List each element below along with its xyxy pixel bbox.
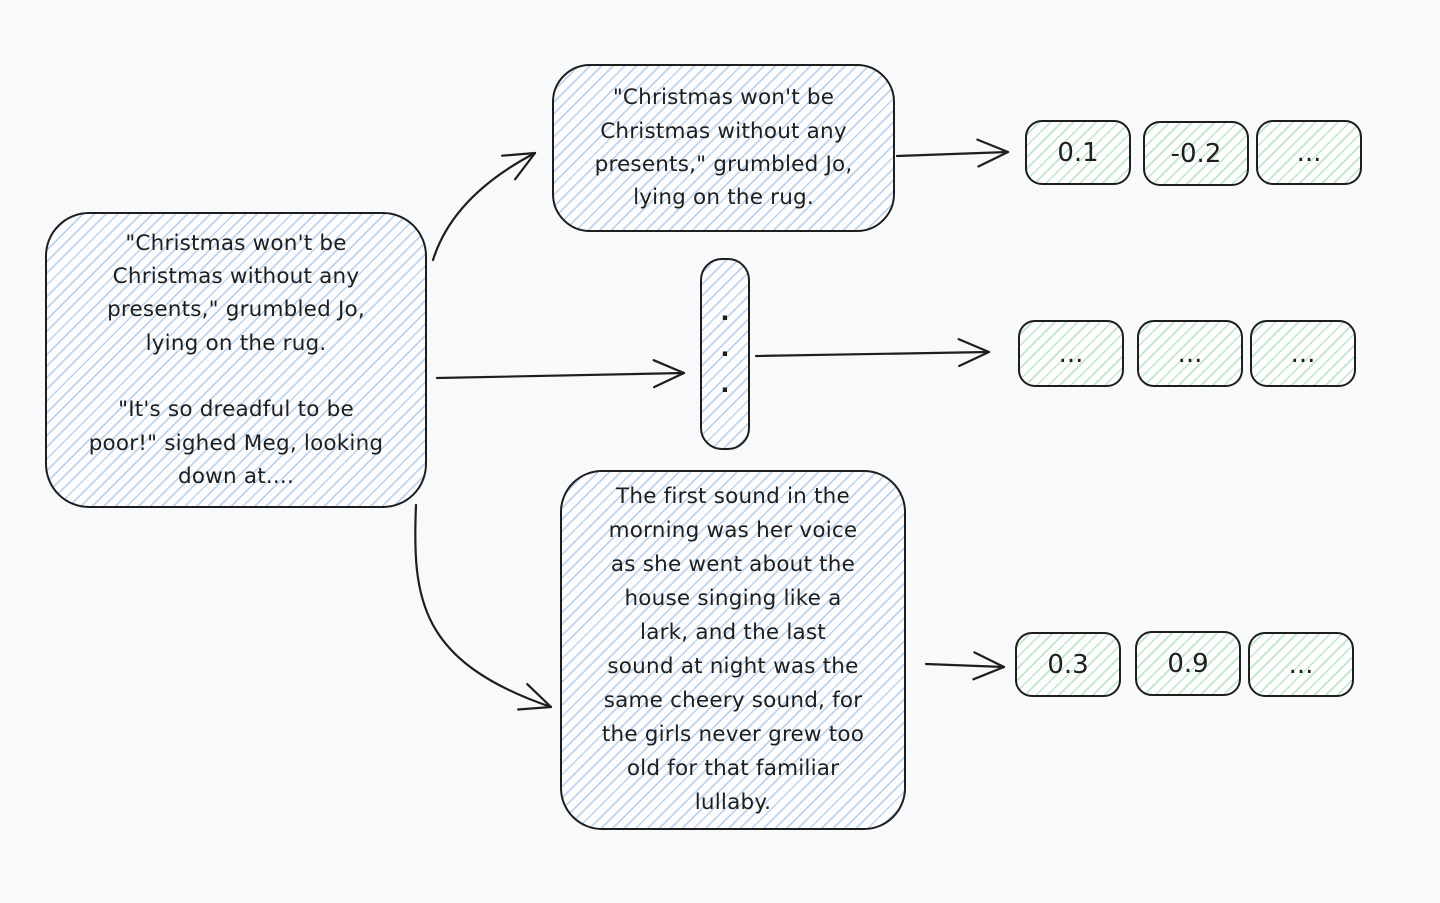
arrowhead xyxy=(957,338,991,354)
embedding-value: ... xyxy=(1256,120,1362,185)
embedding-value: ... xyxy=(1248,632,1354,697)
embedding-value: ... xyxy=(1018,320,1124,387)
arrowhead xyxy=(972,665,1006,681)
arrow-source-to-chunk2 xyxy=(414,503,553,709)
arrowhead xyxy=(973,651,1006,669)
arrow-source-to-chunk1 xyxy=(431,151,537,262)
arrow-middle-to-vector xyxy=(754,350,991,358)
embedding-value: 0.9 xyxy=(1135,631,1241,696)
arrowhead xyxy=(653,371,686,389)
chunk-1-box: "Christmas won't be Christmas without an… xyxy=(552,64,895,232)
arrowhead xyxy=(501,151,537,157)
embedding-value: ... xyxy=(1137,320,1243,387)
arrowhead xyxy=(514,151,537,181)
arrowhead xyxy=(652,359,686,375)
embedding-value: ... xyxy=(1250,320,1356,387)
embedding-value: -0.2 xyxy=(1143,121,1249,186)
arrowhead xyxy=(517,705,553,711)
embedding-value: 0.1 xyxy=(1025,120,1131,185)
arrow-chunk2-to-vector xyxy=(924,662,1006,669)
arrow-chunk1-to-vector xyxy=(895,150,1010,158)
embedding-value: 0.3 xyxy=(1015,632,1121,697)
arrowhead xyxy=(976,138,1010,154)
arrow-source-to-middle-chunk xyxy=(435,371,686,380)
arrowhead xyxy=(958,350,991,368)
source-text-box: "Christmas won't be Christmas without an… xyxy=(45,212,427,508)
arrowhead xyxy=(977,150,1010,168)
arrowhead xyxy=(526,683,553,709)
chunk-2-box: The first sound in the morning was her v… xyxy=(560,470,906,830)
chunk-ellipsis-box: · · · xyxy=(700,258,750,450)
